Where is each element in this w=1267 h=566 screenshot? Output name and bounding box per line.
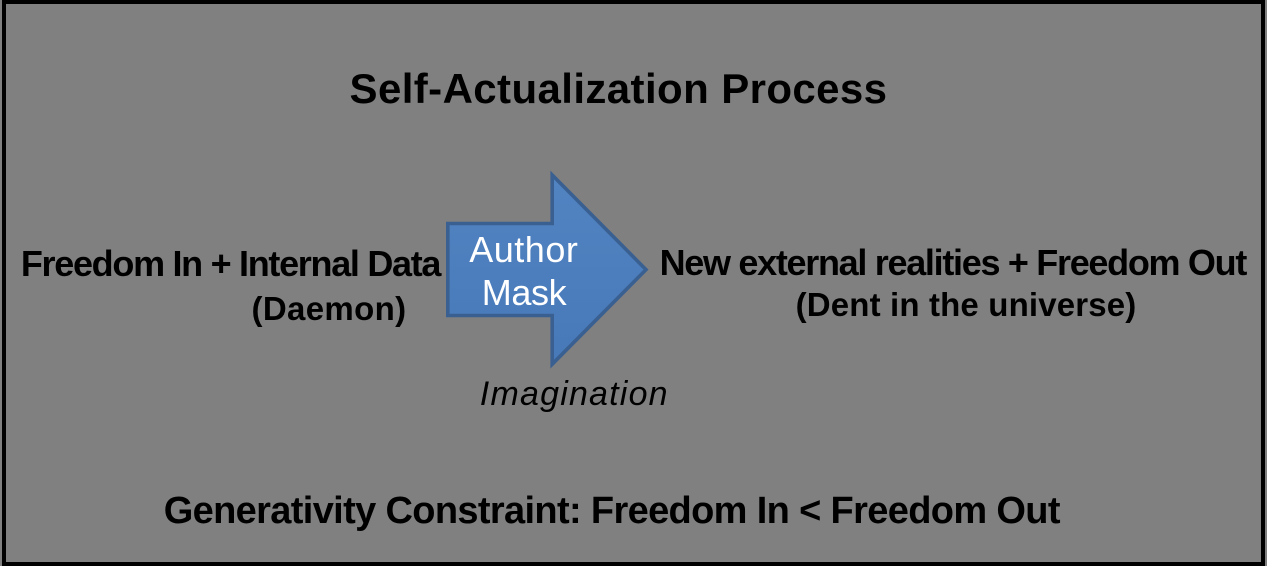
generativity-constraint-label: Generativity Constraint: Freedom In < Fr… (163, 489, 1061, 532)
right-arrow-shape (445, 170, 649, 369)
imagination-label: Imagination (479, 374, 669, 413)
output-label-line1: New external realities + Freedom Out (659, 241, 1248, 283)
author-mask-arrow (445, 170, 649, 369)
diagram-title: Self-Actualization Process (349, 64, 888, 112)
arrow-label-line2: Mask (481, 272, 567, 314)
output-label-line2-dent: (Dent in the universe) (795, 286, 1137, 323)
input-label-line1: Freedom In + Internal Data (20, 243, 442, 285)
arrow-label-line1: Author (469, 228, 579, 270)
input-label-line2-daemon: (Daemon) (251, 289, 407, 327)
